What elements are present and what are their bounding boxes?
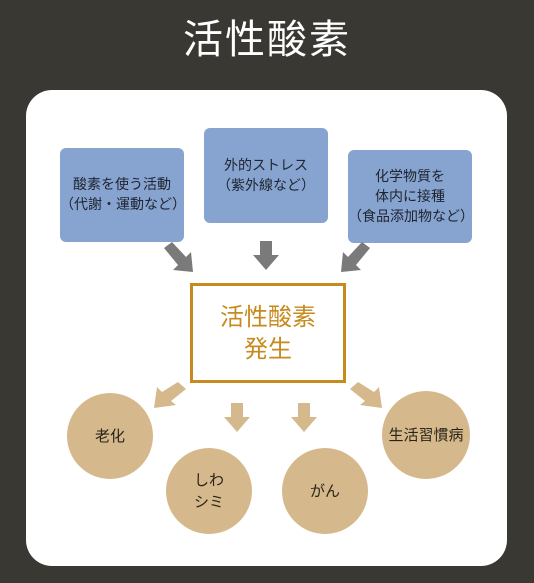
effect-label-aging: 老化 xyxy=(94,427,125,445)
arrow-down xyxy=(253,241,279,270)
effect-label-wrinkles: しわ シミ xyxy=(193,471,224,511)
effect-circle-cancer: がん xyxy=(282,448,368,534)
effect-circle-lifestyle-disease: 生活習慣病 xyxy=(382,391,470,479)
effect-circle-aging: 老化 xyxy=(67,393,153,479)
cause-box-chemicals: 化学物質を 体内に接種 （食品添加物など） xyxy=(348,150,474,243)
page-title: 活性酸素 xyxy=(183,17,351,63)
arrow-down-left xyxy=(164,242,193,272)
center-box-active-oxygen: 活性酸素 発生 xyxy=(190,283,346,383)
effect-label-lifestyle-disease: 生活習慣病 xyxy=(388,426,464,444)
arrow-to-aging xyxy=(154,382,186,408)
cause-box-oxygen-activity: 酸素を使う活動 （代謝・運動など） xyxy=(60,148,186,242)
cause-label-external-stress: 外的ストレス （紫外線など） xyxy=(217,157,315,194)
effect-label-cancer: がん xyxy=(309,482,340,500)
arrow-down-right xyxy=(341,242,370,272)
cause-box-external-stress: 外的ストレス （紫外線など） xyxy=(204,128,328,223)
cause-label-oxygen-activity: 酸素を使う活動 （代謝・運動など） xyxy=(60,177,186,213)
arrow-to-cancer xyxy=(291,403,317,432)
effect-circle-wrinkles: しわ シミ xyxy=(166,448,252,534)
arrow-to-lifestyle xyxy=(350,382,382,408)
cause-label-chemicals: 化学物質を 体内に接種 （食品添加物など） xyxy=(348,168,474,225)
center-label: 活性酸素 発生 xyxy=(220,303,316,363)
arrow-to-wrinkles xyxy=(224,403,250,432)
